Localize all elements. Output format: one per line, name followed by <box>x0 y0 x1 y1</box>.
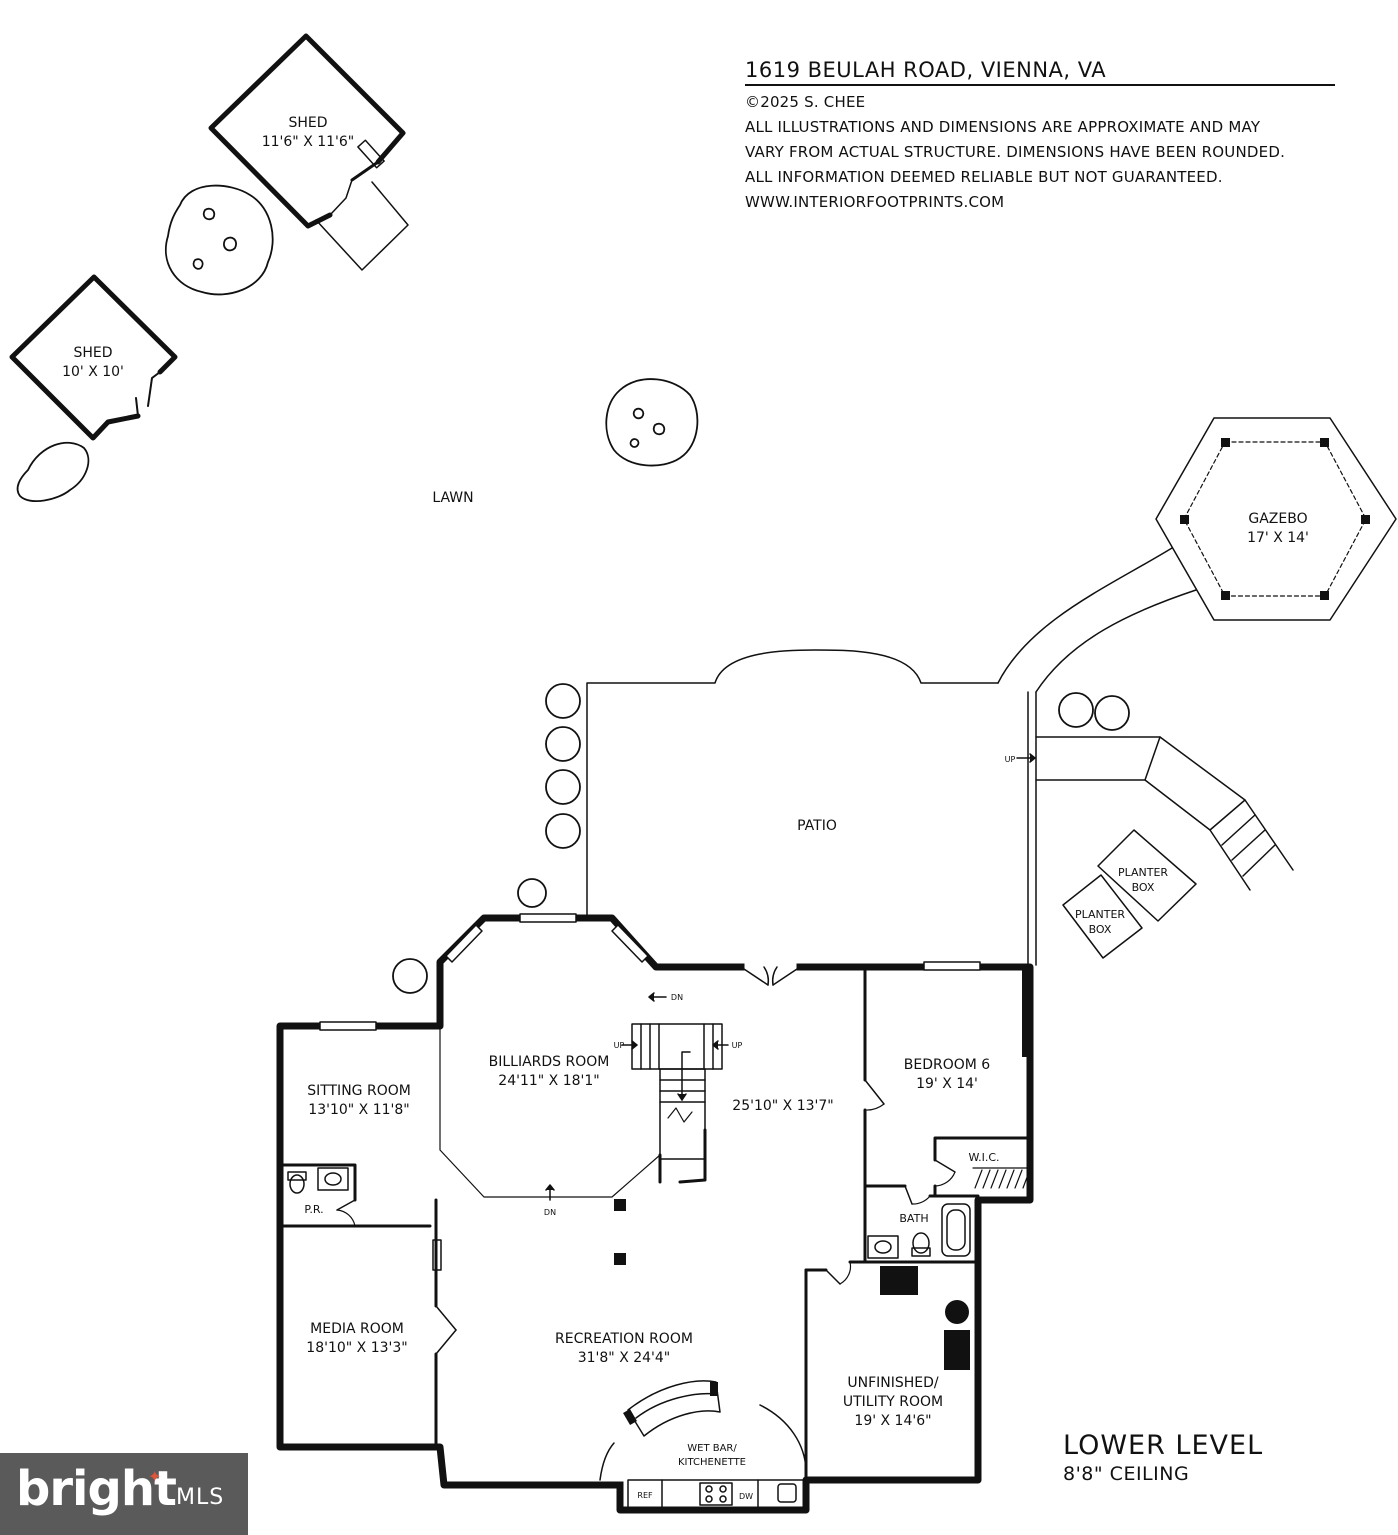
up-stair-right-marker: UP <box>732 1041 743 1050</box>
shrub-column <box>392 683 1130 994</box>
patio-label: PATIO <box>797 818 837 834</box>
shed-small <box>9 274 178 441</box>
tree-near-shed <box>164 184 274 296</box>
patio-doors <box>740 966 801 986</box>
exterior-stairs <box>1016 736 1294 891</box>
dn-top-marker: DN <box>671 993 683 1002</box>
up-stair-left-marker: UP <box>614 1041 625 1050</box>
media-doors <box>435 1305 457 1355</box>
disclaimer-line-3: ALL INFORMATION DEEMED RELIABLE BUT NOT … <box>745 168 1223 186</box>
sitting-name: SITTING ROOM <box>307 1083 411 1099</box>
wic-label: W.I.C. <box>968 1151 999 1164</box>
shed-small-dims: 10' X 10' <box>62 364 124 380</box>
planter-1-line2: BOX <box>1132 881 1155 894</box>
disclaimer-line-2: VARY FROM ACTUAL STRUCTURE. DIMENSIONS H… <box>745 143 1286 161</box>
utility-line2: UTILITY ROOM <box>843 1394 943 1410</box>
wetbar-line1: WET BAR/ <box>687 1443 737 1454</box>
interior-stairs <box>545 992 729 1201</box>
walkway <box>997 547 1197 693</box>
sitting-dims: 13'10" X 11'8" <box>308 1102 409 1118</box>
address-title: 1619 BEULAH ROAD, VIENNA, VA <box>745 58 1335 86</box>
media-dims: 18'10" X 13'3" <box>306 1340 407 1356</box>
bedroom6-dims: 19' X 14' <box>916 1076 978 1092</box>
level-label: LOWER LEVEL 8'8" CEILING <box>1063 1430 1263 1485</box>
planter-boxes <box>1062 829 1197 959</box>
planter-2-line2: BOX <box>1089 923 1112 936</box>
bath-fixtures <box>287 1167 971 1259</box>
planter-1-line1: PLANTER <box>1118 866 1168 879</box>
plan-header: 1619 BEULAH ROAD, VIENNA, VA ©2025 S. CH… <box>745 58 1335 215</box>
chimney-wall <box>1022 967 1032 1057</box>
billiards-name: BILLIARDS ROOM <box>489 1054 610 1070</box>
recreation-name: RECREATION ROOM <box>555 1331 693 1347</box>
up-patio-marker: UP <box>1005 755 1016 764</box>
pr-label: P.R. <box>304 1203 323 1216</box>
bedroom6-name: BEDROOM 6 <box>904 1057 991 1073</box>
recreation-dims: 31'8" X 24'4" <box>578 1350 671 1366</box>
interior-walls <box>278 965 1032 1482</box>
shed-small-name: SHED <box>73 345 112 361</box>
gazebo-name: GAZEBO <box>1248 511 1307 527</box>
disclaimer-line-1: ALL ILLUSTRATIONS AND DIMENSIONS ARE APP… <box>745 118 1261 136</box>
utility-line1: UNFINISHED/ <box>847 1375 939 1391</box>
bright-mls-logo: bright ✦ MLS <box>0 1453 248 1535</box>
shed-large-dims: 11'6" X 11'6" <box>262 134 355 150</box>
patio <box>586 649 1037 966</box>
gazebo <box>1155 417 1397 621</box>
dn-bottom-marker: DN <box>544 1208 556 1217</box>
billiards-dims: 24'11" X 18'1" <box>498 1073 599 1089</box>
shrub-near-small-shed <box>16 441 90 503</box>
wet-bar <box>599 1380 807 1509</box>
shed-large-name: SHED <box>288 115 327 131</box>
windows <box>319 913 981 1271</box>
copyright: ©2025 S. CHEE <box>745 93 866 111</box>
dw-marker: DW <box>739 1492 753 1501</box>
level-name: LOWER LEVEL <box>1063 1430 1264 1461</box>
wic-shelves <box>972 1167 1031 1189</box>
website: WWW.INTERIORFOOTPRINTS.COM <box>745 193 1005 211</box>
shed-large <box>208 33 409 271</box>
media-name: MEDIA ROOM <box>310 1321 404 1337</box>
lawn-label: LAWN <box>432 490 473 506</box>
logo-brand: bright <box>16 1461 177 1517</box>
columns <box>614 1199 626 1265</box>
tree-lawn <box>605 378 699 467</box>
bath-label: BATH <box>899 1212 928 1225</box>
gazebo-dims: 17' X 14' <box>1247 530 1309 546</box>
utility-equipment <box>880 1266 970 1370</box>
wet-bar-mark <box>623 1382 718 1426</box>
ref-marker: REF <box>637 1491 653 1500</box>
hall-dims: 25'10" X 13'7" <box>732 1098 833 1114</box>
utility-dims: 19' X 14'6" <box>854 1413 931 1429</box>
logo-star-icon: ✦ <box>148 1467 162 1486</box>
wetbar-line2: KITCHENETTE <box>678 1457 746 1468</box>
logo-suffix: MLS <box>176 1485 225 1510</box>
planter-2-line1: PLANTER <box>1075 908 1125 921</box>
ceiling-height: 8'8" CEILING <box>1063 1463 1190 1485</box>
